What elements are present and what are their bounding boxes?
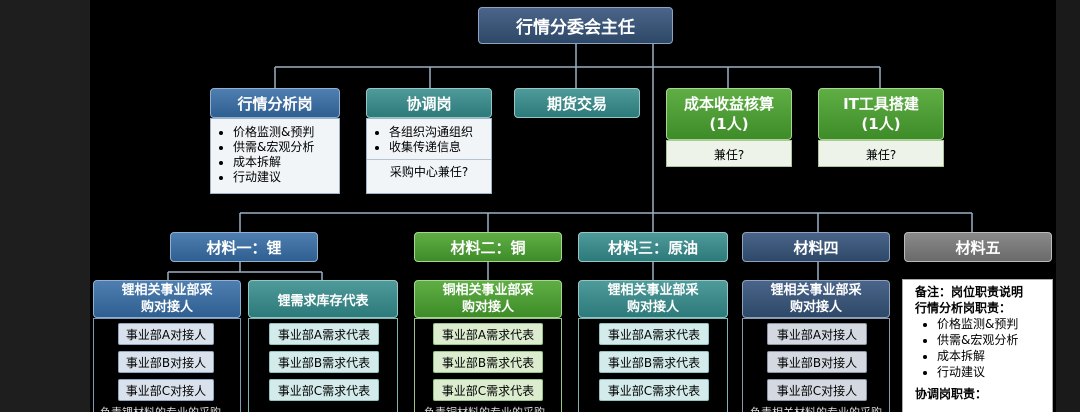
chief-box: 行情分委会主任: [478, 7, 673, 44]
role-title: 成本收益核算 (1人): [683, 95, 774, 133]
contact-item: 事业部A对接人: [767, 323, 867, 345]
remarks-subtitle: 协调岗职责：: [915, 387, 988, 401]
contact-item: 事业部B对接人: [118, 351, 214, 373]
remarks-subtitle: 行情分析岗职责：: [915, 301, 1012, 315]
contact-item: 事业部B需求代表: [433, 351, 543, 373]
duty-item: 供需&宏观分析: [233, 140, 339, 155]
role-note: 兼任?: [865, 148, 897, 162]
role-title: IT工具搭建 (1人): [843, 95, 919, 133]
org-chart: 行情分委会主任 行情分析岗 价格监测&预判 供需&宏观分析 成本拆解 行动建议 …: [90, 0, 1056, 412]
contact-item: 事业部B需求代表: [599, 351, 709, 373]
column-title: 锂需求库存代表: [277, 293, 369, 309]
material-box-4: 材料四: [742, 232, 890, 262]
column-body-2: 事业部A需求代表 事业部B需求代表 事业部C需求代表: [248, 318, 398, 412]
duty-item: 行动建议: [233, 170, 339, 185]
duty-item: 收集传递信息: [389, 140, 491, 155]
role-panel-coordination: 各组织沟通组织 收集传递信息 采购中心兼任?: [366, 118, 492, 194]
material-title: 材料一：锂: [206, 238, 282, 257]
column-header-2: 锂需求库存代表: [248, 280, 398, 318]
right-margin: [1056, 0, 1080, 412]
duty-item: 成本拆解: [233, 155, 339, 170]
column-peek-text: 负责相关材料的专业的采购: [750, 404, 890, 412]
duty-item: 各组织沟通组织: [389, 125, 491, 140]
material-box-5: 材料五: [904, 232, 1052, 262]
role-box-coordination: 协调岗: [366, 88, 492, 118]
material-title: 材料四: [793, 238, 839, 257]
remarks-title: 备注：岗位职责说明: [915, 285, 1024, 299]
material-title: 材料三：原油: [607, 238, 698, 257]
material-box-3: 材料三：原油: [578, 232, 728, 262]
role-box-analysis: 行情分析岗: [210, 88, 340, 118]
remarks-item: 供需&宏观分析: [937, 332, 1052, 348]
material-title: 材料二：铜: [450, 238, 526, 257]
role-panel-it: 兼任?: [818, 140, 944, 167]
remarks-item: 成本拆解: [937, 348, 1052, 364]
contact-item: 事业部B对接人: [767, 351, 867, 373]
column-title: 锂相关事业部采 购对接人: [121, 283, 213, 315]
remarks-panel: 备注：岗位职责说明 行情分析岗职责： 价格监测&预判 供需&宏观分析 成本拆解 …: [902, 279, 1053, 412]
role-box-it: IT工具搭建 (1人): [818, 88, 944, 140]
contact-item: 事业部A需求代表: [433, 323, 543, 345]
connector-lines: [167, 44, 973, 280]
column-header-5: 锂相关事业部采 购对接人: [742, 280, 890, 318]
role-title: 协调岗: [406, 94, 452, 113]
contact-item: 事业部C需求代表: [269, 379, 379, 401]
column-body-1: 事业部A对接人 事业部B对接人 事业部C对接人: [93, 318, 241, 412]
material-title: 材料五: [955, 238, 1001, 257]
chief-title: 行情分委会主任: [516, 18, 635, 38]
role-title: 行情分析岗: [237, 94, 313, 113]
role-box-futures: 期货交易: [514, 88, 640, 118]
contact-item: 事业部C需求代表: [599, 379, 709, 401]
column-title: 锂相关事业部采 购对接人: [770, 283, 862, 315]
contact-item: 事业部B需求代表: [269, 351, 379, 373]
material-box-1: 材料一：锂: [170, 232, 318, 262]
column-peek-text: 负责锂材料的专业的采购: [100, 404, 240, 412]
column-header-1: 锂相关事业部采 购对接人: [93, 280, 241, 318]
role-title: 期货交易: [546, 94, 607, 113]
material-box-2: 材料二：铜: [414, 232, 562, 262]
contact-item: 事业部C对接人: [767, 379, 867, 401]
column-body-3: 事业部A需求代表 事业部B需求代表 事业部C需求代表: [414, 318, 562, 412]
left-margin: [0, 0, 90, 412]
contact-item: 事业部A需求代表: [599, 323, 709, 345]
role-panel-cost: 兼任?: [666, 140, 792, 167]
column-body-4: 事业部A需求代表 事业部B需求代表 事业部C需求代表: [578, 318, 728, 412]
contact-item: 事业部C需求代表: [433, 379, 543, 401]
column-body-5: 事业部A对接人 事业部B对接人 事业部C对接人: [742, 318, 890, 412]
duty-item: 价格监测&预判: [233, 125, 339, 140]
column-header-3: 铜相关事业部采 购对接人: [414, 280, 562, 318]
column-header-4: 锂相关事业部采 购对接人: [578, 280, 728, 318]
contact-item: 事业部C对接人: [118, 379, 214, 401]
remarks-item: 价格监测&预判: [937, 316, 1052, 332]
column-peek-text: 负责铜材料的专业的采购: [424, 404, 564, 412]
role-note: 兼任?: [713, 148, 745, 162]
role-note: 采购中心兼任?: [367, 159, 491, 180]
column-title: 锂相关事业部采 购对接人: [607, 283, 699, 315]
role-box-cost: 成本收益核算 (1人): [666, 88, 792, 140]
remarks-item: 行动建议: [937, 364, 1052, 380]
contact-item: 事业部A需求代表: [269, 323, 379, 345]
column-title: 铜相关事业部采 购对接人: [442, 283, 534, 315]
contact-item: 事业部A对接人: [118, 323, 214, 345]
role-panel-analysis: 价格监测&预判 供需&宏观分析 成本拆解 行动建议: [210, 118, 340, 194]
